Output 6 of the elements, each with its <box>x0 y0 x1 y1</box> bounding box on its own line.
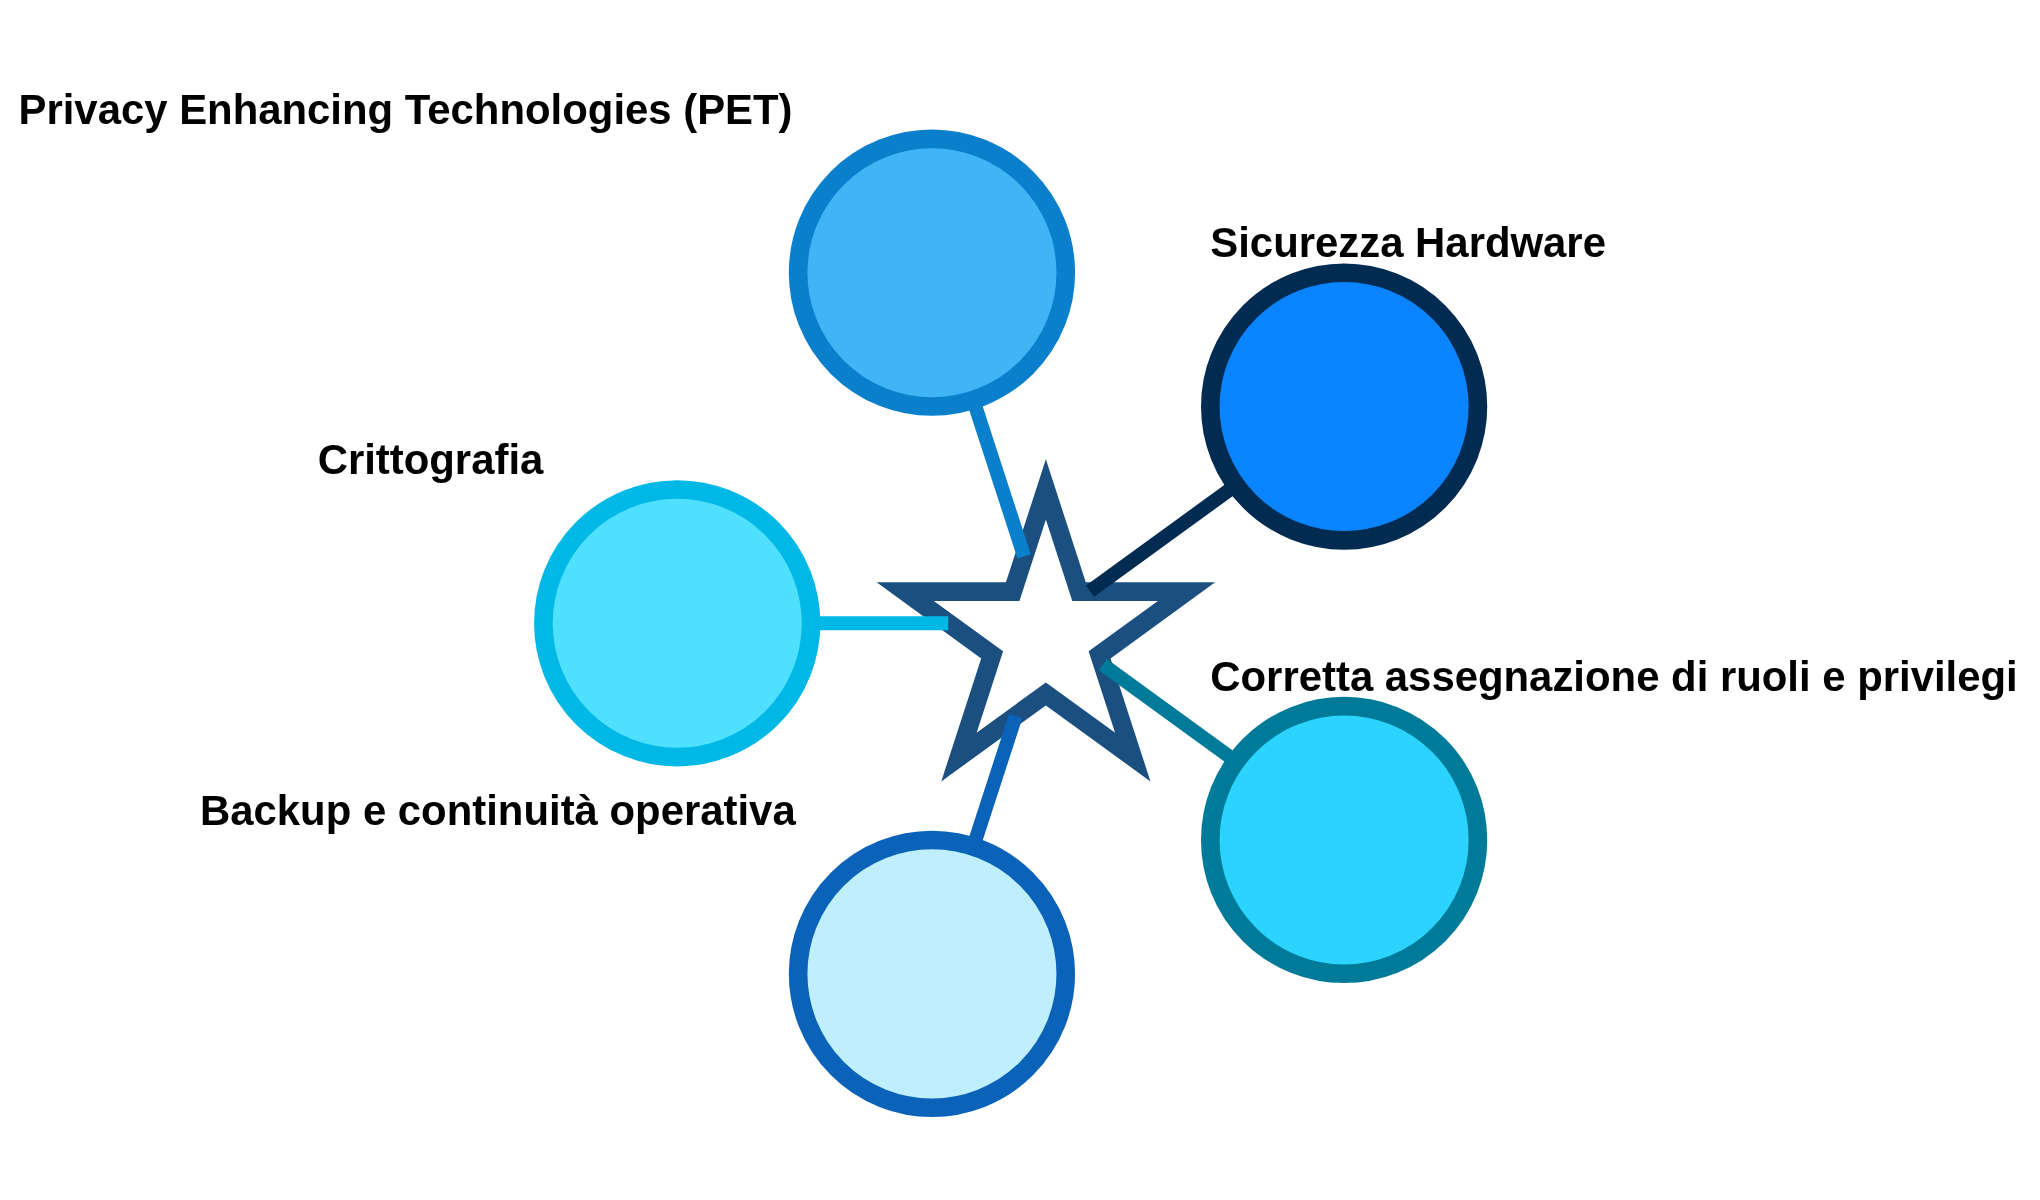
node-label: Backup e continuità operativa <box>199 786 796 834</box>
node-circle <box>1200 263 1487 550</box>
node-label: Crittografia <box>317 436 543 484</box>
node-label: Corretta assegnazione di ruoli e privilegi <box>1209 652 2018 700</box>
node-label: Privacy Enhancing Technologies (PET) <box>17 85 793 133</box>
node-label: Sicurezza Hardware <box>1209 219 1606 267</box>
